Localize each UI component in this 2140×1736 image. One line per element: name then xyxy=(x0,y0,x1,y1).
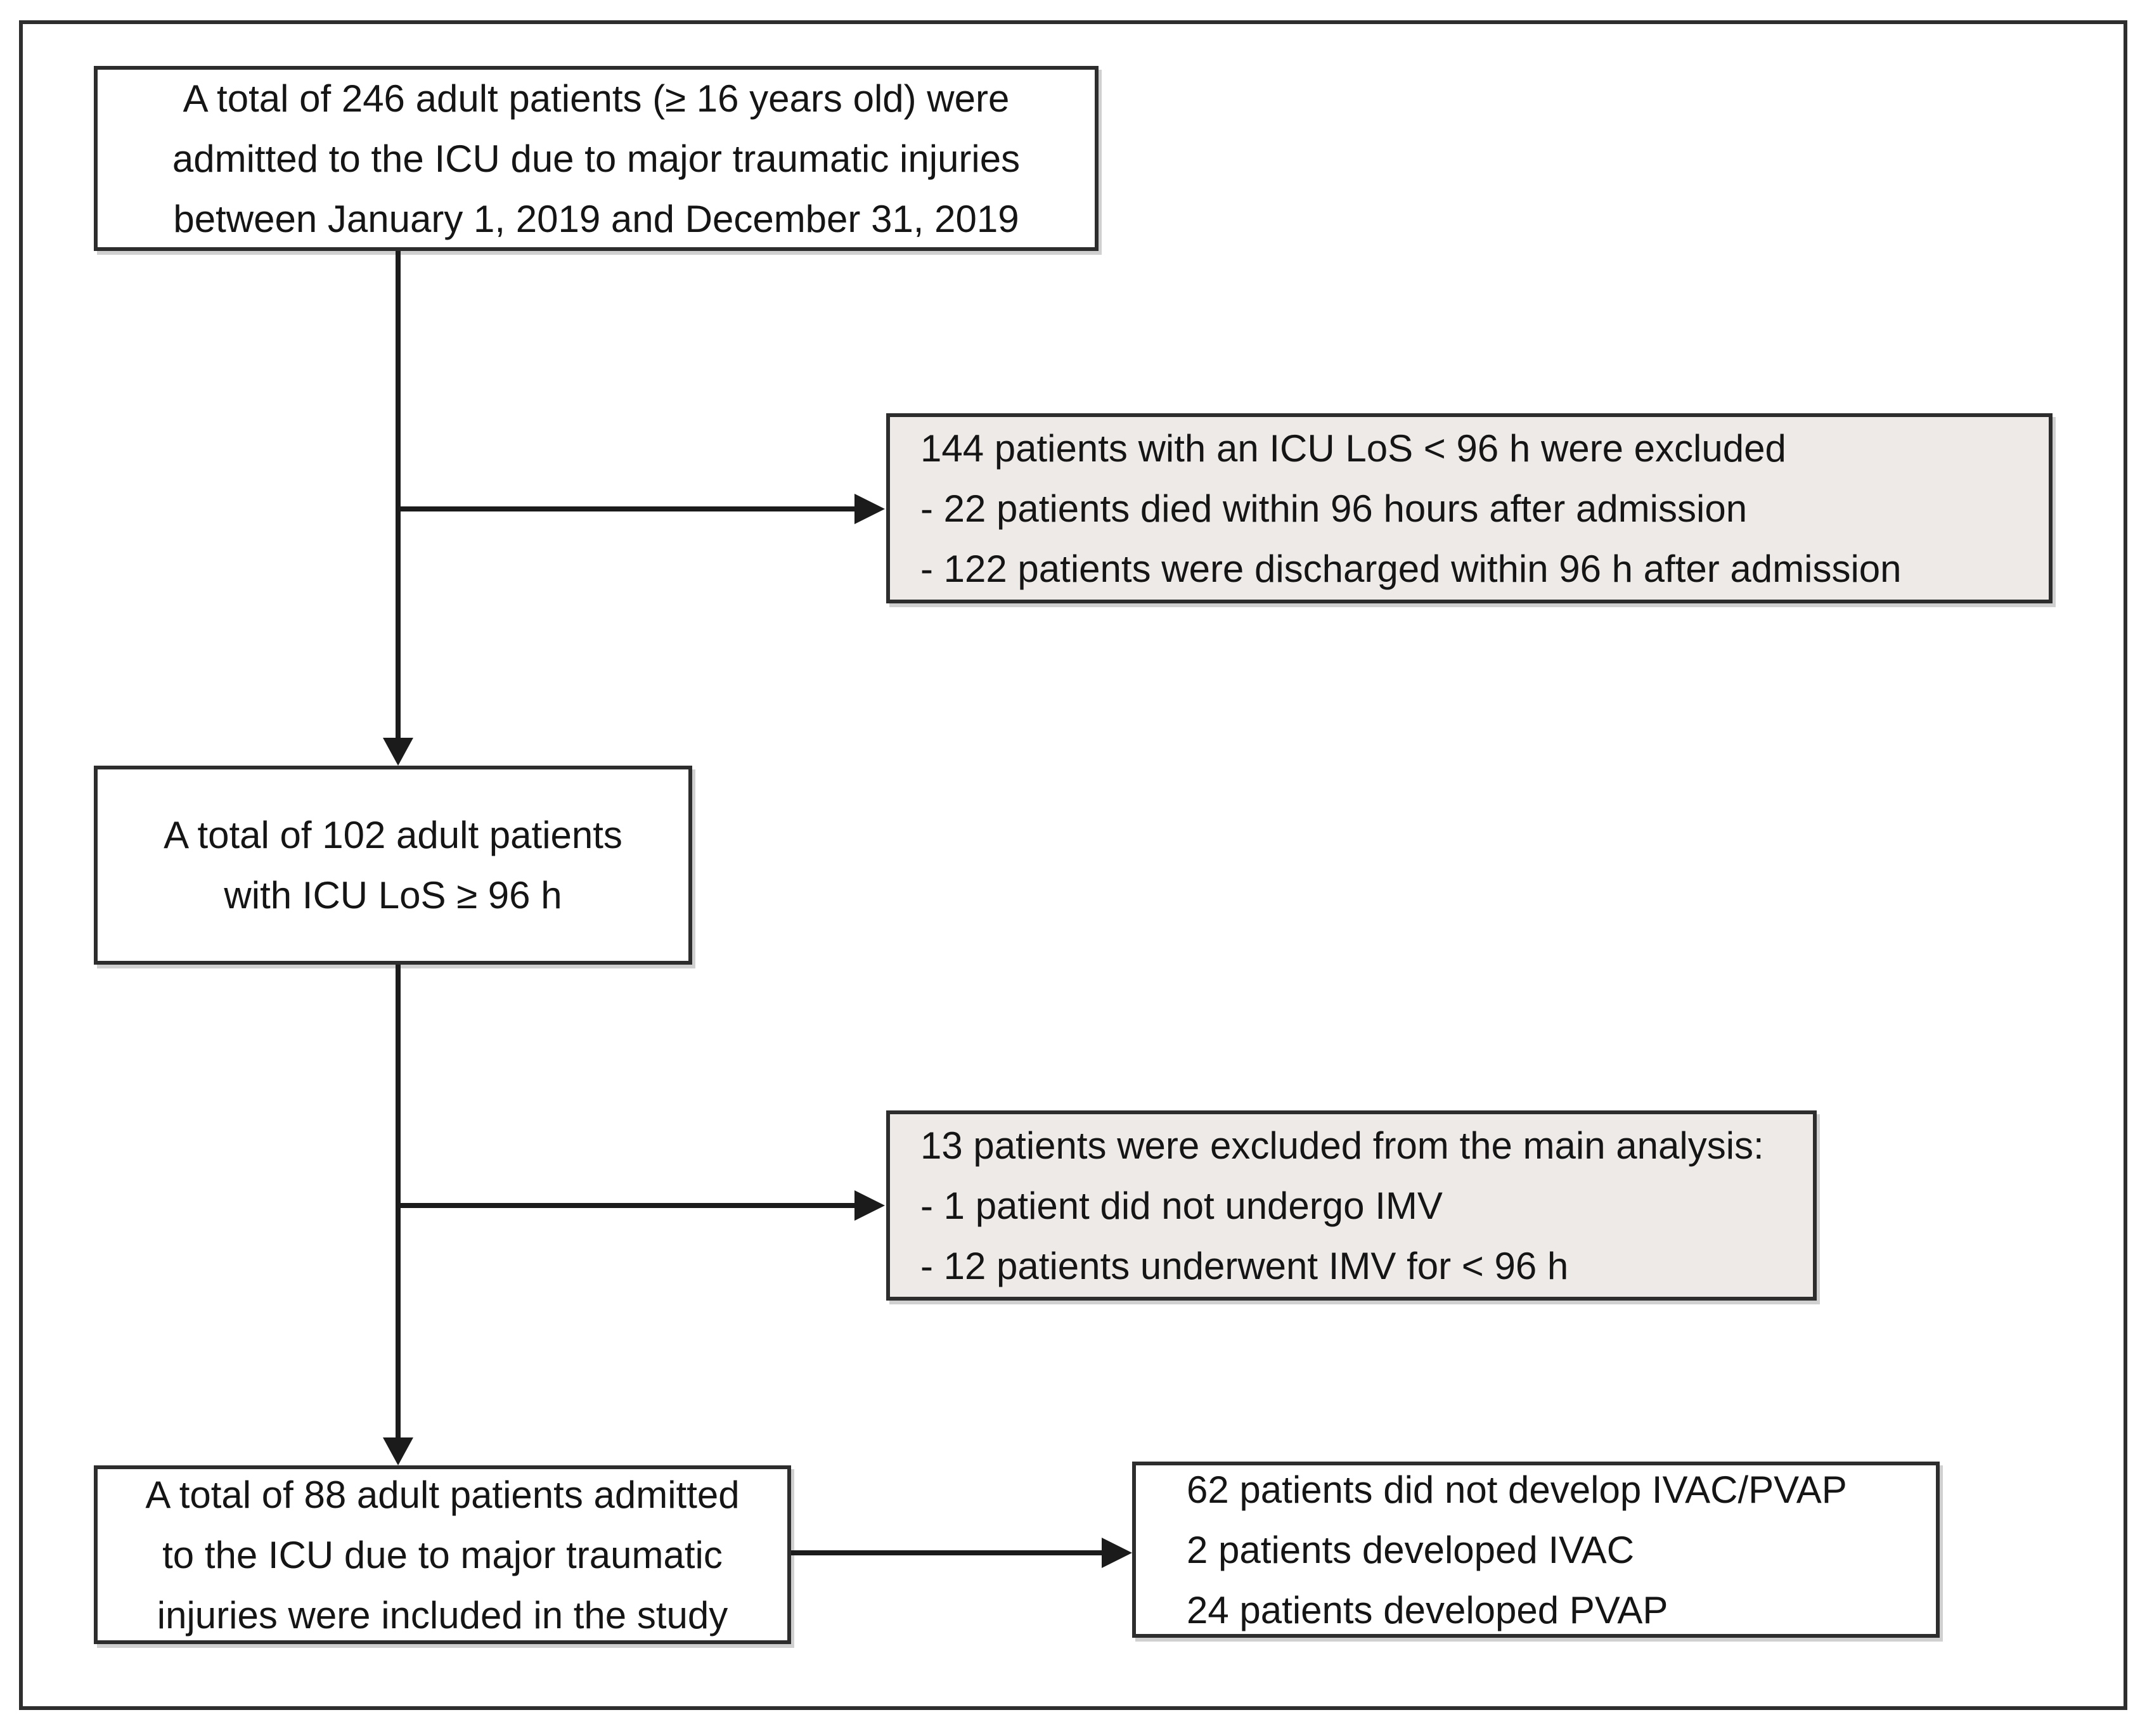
flow-box-text-line: between January 1, 2019 and December 31,… xyxy=(173,197,1019,240)
arrowhead-right-icon xyxy=(854,1190,885,1221)
flow-box-outcomes: 62 patients did not develop IVAC/PVAP 2 … xyxy=(1132,1462,1940,1638)
arrowhead-down-icon xyxy=(383,738,413,766)
arrowhead-right-icon xyxy=(1102,1538,1132,1568)
flow-box-text-line: to the ICU due to major traumatic xyxy=(162,1533,723,1576)
flow-box-text-line: admitted to the ICU due to major traumat… xyxy=(172,137,1021,180)
figure-frame xyxy=(19,20,2127,1710)
flow-box-excluded-analysis: 13 patients were excluded from the main … xyxy=(886,1110,1817,1301)
arrowhead-down-icon xyxy=(383,1437,413,1465)
arrow-line xyxy=(396,506,854,511)
flow-box-text-line: 24 patients developed PVAP xyxy=(1187,1588,1668,1631)
arrow-line xyxy=(791,1550,1102,1555)
flow-box-included-study: A total of 88 adult patients admitted to… xyxy=(94,1465,791,1644)
flow-box-text-line: 62 patients did not develop IVAC/PVAP xyxy=(1187,1468,1847,1511)
flow-box-text-line: - 1 patient did not undergo IMV xyxy=(920,1184,1443,1227)
arrow-line xyxy=(396,965,401,1437)
arrowhead-right-icon xyxy=(854,494,885,524)
flow-box-text-line: - 12 patients underwent IMV for < 96 h xyxy=(920,1244,1569,1287)
flow-box-text-line: injuries were included in the study xyxy=(157,1593,728,1636)
arrow-line xyxy=(396,251,401,738)
flow-box-text-line: - 122 patients were discharged within 96… xyxy=(920,547,1902,590)
flow-box-text-line: A total of 246 adult patients (≥ 16 year… xyxy=(183,77,1010,120)
arrow-line xyxy=(396,1203,854,1208)
flow-box-text-line: 13 patients were excluded from the main … xyxy=(920,1124,1764,1167)
flow-box-text-line: - 22 patients died within 96 hours after… xyxy=(920,487,1748,530)
flow-box-text-line: 144 patients with an ICU LoS < 96 h were… xyxy=(920,427,1786,470)
flow-box-text-line: A total of 102 adult patients xyxy=(164,814,622,856)
flow-box-los-96h: A total of 102 adult patients with ICU L… xyxy=(94,766,692,965)
flow-box-total-admitted: A total of 246 adult patients (≥ 16 year… xyxy=(94,66,1099,251)
flow-box-text-line: A total of 88 adult patients admitted xyxy=(145,1473,740,1516)
flow-box-excluded-los: 144 patients with an ICU LoS < 96 h were… xyxy=(886,413,2053,603)
flow-box-text-line: with ICU LoS ≥ 96 h xyxy=(224,874,562,916)
flow-box-text-line: 2 patients developed IVAC xyxy=(1187,1528,1635,1571)
